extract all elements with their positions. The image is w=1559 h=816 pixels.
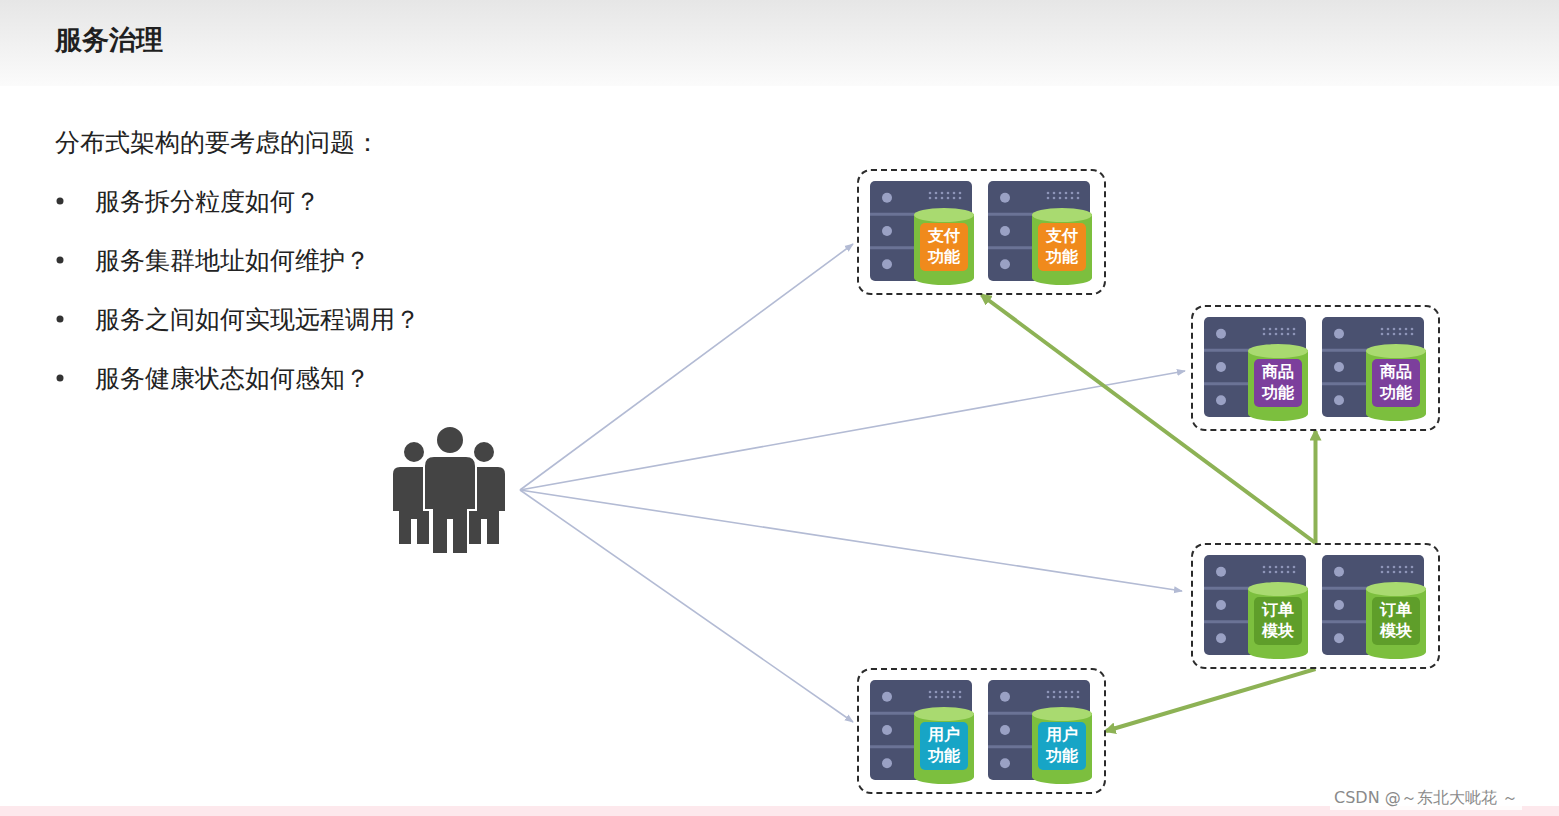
server-rack [1204,555,1306,655]
watermark: CSDN @～东北大呲花 ～ [1330,787,1522,810]
question-heading: 分布式架构的要考虑的问题： [55,126,380,159]
bullet-dots [57,198,64,382]
server-rack [988,680,1090,780]
service-instance: 用户 功能 [1031,706,1093,784]
server-rack [1322,555,1424,655]
service-instance: 用户 功能 [913,706,975,784]
instance-label: 商品 功能 [1372,359,1420,407]
user-request-arrows [520,244,1185,722]
service-cluster: 用户 功能 用户 功能 [857,668,1106,794]
service-call-arrow [982,295,1316,543]
instance-label: 支付 功能 [920,223,968,271]
server-rack [870,680,972,780]
service-instance: 支付 功能 [913,207,975,285]
server-rack [988,181,1090,281]
server-rack [870,181,972,281]
service-cluster: 商品 功能 商品 功能 [1191,305,1440,431]
users-icon [392,426,506,554]
service-call-arrow [1314,431,1318,543]
instance-label: 支付 功能 [1038,223,1086,271]
service-call-arrow [1106,669,1316,731]
question-item: 服务健康状态如何感知？ [95,362,370,395]
service-instance: 商品 功能 [1247,343,1309,421]
service-instance: 订单 模块 [1247,581,1309,659]
service-cluster: 订单 模块 订单 模块 [1191,543,1440,669]
instance-label: 订单 模块 [1254,597,1302,645]
page-title: 服务治理 [55,22,163,58]
instance-label: 用户 功能 [1038,722,1086,770]
bottom-strip [0,806,1559,816]
question-item: 服务拆分粒度如何？ [95,185,320,218]
service-instance: 订单 模块 [1365,581,1427,659]
server-rack [1204,317,1306,417]
server-rack [1322,317,1424,417]
question-item: 服务之间如何实现远程调用？ [95,303,420,336]
question-item: 服务集群地址如何维护？ [95,244,370,277]
server-racks [870,181,1424,780]
instance-label: 订单 模块 [1372,597,1420,645]
service-instance: 商品 功能 [1365,343,1427,421]
service-instance: 支付 功能 [1031,207,1093,285]
title-bar [0,0,1559,86]
service-cluster: 支付 功能 支付 功能 [857,169,1106,295]
instance-label: 用户 功能 [920,722,968,770]
instance-label: 商品 功能 [1254,359,1302,407]
